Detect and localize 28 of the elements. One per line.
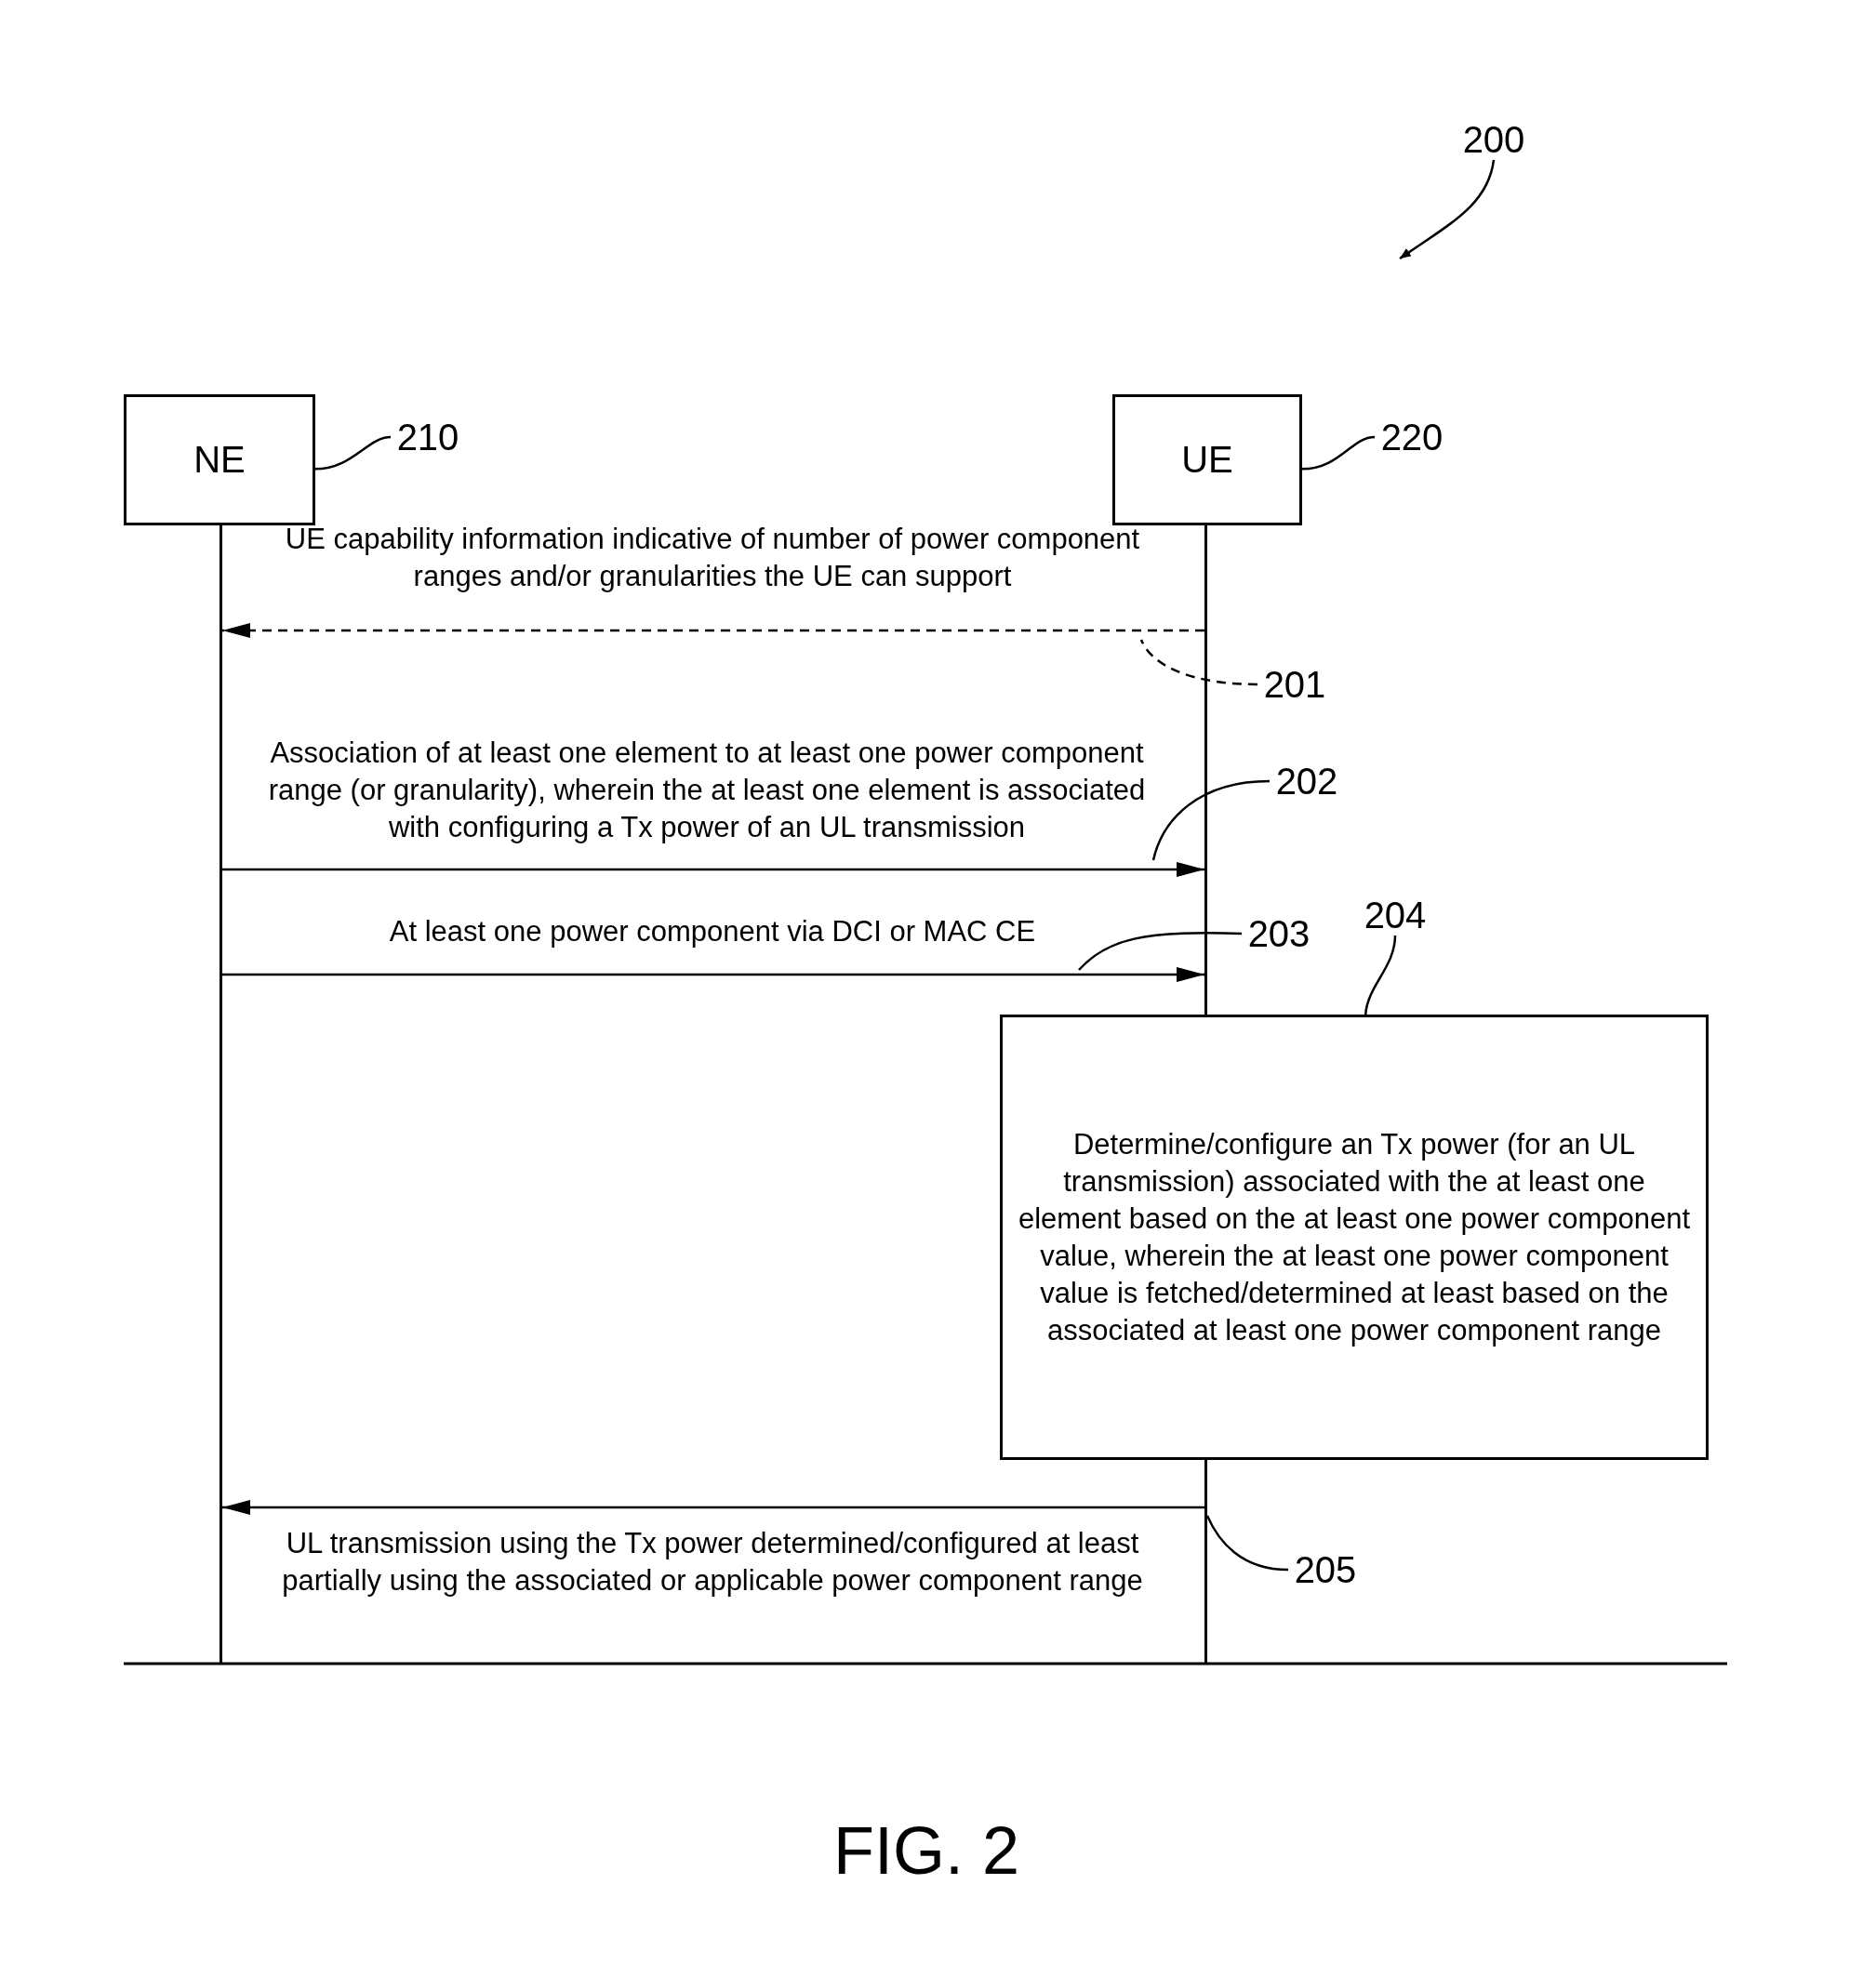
callout-number: 200: [1457, 119, 1531, 160]
leader-line: [1205, 1515, 1289, 1572]
leader-line: [1364, 935, 1397, 1015]
callout-number: 202: [1270, 761, 1344, 802]
figure-caption: FIG. 2: [832, 1813, 1020, 1888]
reference-arrow: [1399, 159, 1496, 260]
callout-number: 204: [1358, 895, 1432, 935]
dashed-message-arrow: [222, 623, 1204, 638]
entity-box: UE: [1112, 394, 1302, 525]
callout-number: 203: [1242, 913, 1316, 954]
lifeline: [220, 525, 222, 1664]
edge-label: At least one power component via DCI or MAC CE: [388, 914, 1037, 949]
message-arrow: [222, 862, 1204, 877]
leader-line: [314, 435, 392, 471]
edge-label: Association of at least one element to at least one power component range (or granularity), wherein the at least one element is associated with configuring a Tx power of an UL transmission: [267, 736, 1147, 845]
callout-number: 201: [1257, 664, 1332, 705]
leader-line: [1139, 639, 1258, 686]
message-arrow: [222, 1500, 1204, 1515]
process-box: Determine/configure an Tx power (for an UL transmission) associated with the at least one element based on the at least one power component value, wherein the at least one power component value is fetched/determined at least based on the associated at least one power component range: [1000, 1015, 1709, 1460]
leader-line: [1151, 779, 1271, 861]
message-arrow: [222, 967, 1204, 982]
entity-box: NE: [124, 394, 315, 525]
callout-number: 220: [1375, 417, 1449, 458]
leader-line: [1301, 435, 1376, 471]
edge-label: UL transmission using the Tx power determined/configured at least partially using the associated or applicable power component range: [281, 1526, 1144, 1599]
callout-number: 210: [391, 417, 465, 458]
leader-line: [1078, 931, 1243, 971]
callout-number: 205: [1288, 1549, 1363, 1590]
